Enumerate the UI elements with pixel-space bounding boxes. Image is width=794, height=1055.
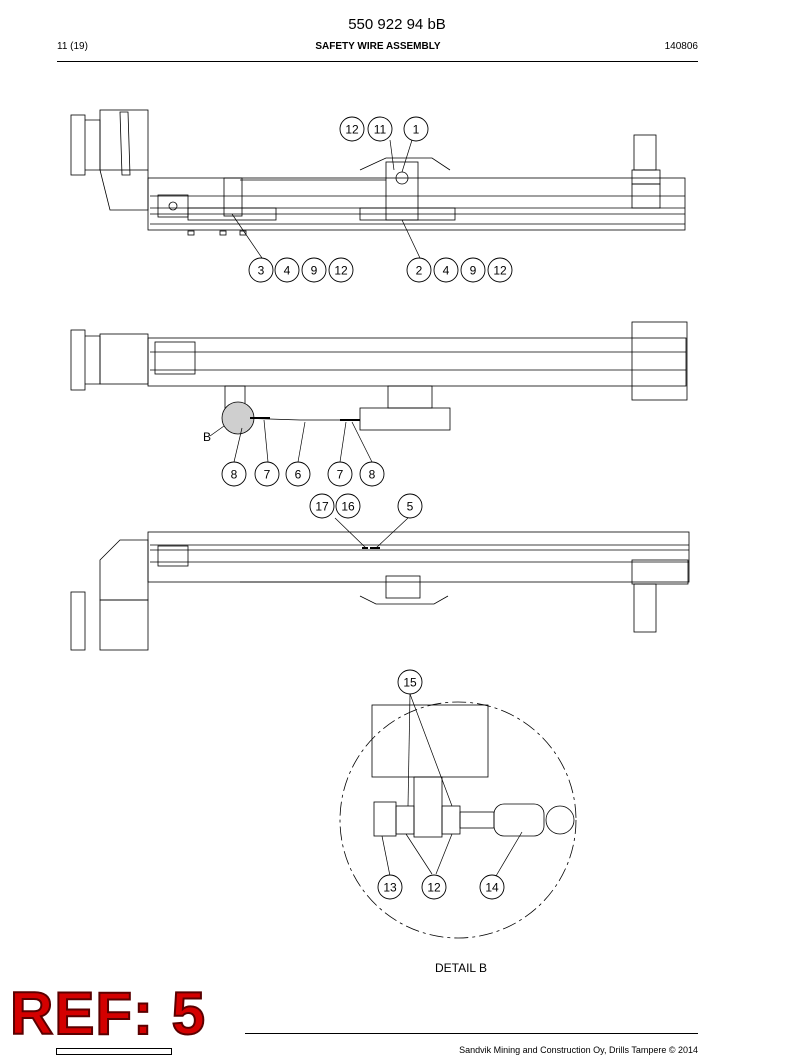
- svg-text:12: 12: [493, 264, 507, 278]
- callout-11-top: 11: [367, 116, 393, 142]
- ref-stamp: REF: 5: [9, 980, 207, 1047]
- callout-12-right: 12: [487, 257, 513, 283]
- callout-13: 13: [377, 874, 403, 900]
- detail-circle: [339, 701, 577, 939]
- callout-15: 15: [397, 669, 423, 695]
- callout-3: 3: [248, 257, 274, 283]
- svg-text:12: 12: [334, 264, 348, 278]
- document-number: 550 922 94 bB: [348, 16, 446, 33]
- svg-text:4: 4: [284, 264, 291, 278]
- callout-8-left: 8: [221, 461, 247, 487]
- footer-copyright: Sandvik Mining and Construction Oy, Dril…: [459, 1045, 698, 1055]
- callout-17: 17: [309, 493, 335, 519]
- leader-lines: [209, 139, 523, 877]
- svg-text:9: 9: [470, 264, 477, 278]
- detail-b-marker: [221, 401, 255, 435]
- svg-text:13: 13: [383, 881, 397, 895]
- callout-2: 2: [406, 257, 432, 283]
- detail-b: [339, 701, 577, 939]
- svg-text:8: 8: [369, 468, 376, 482]
- view-bottom: [70, 531, 690, 651]
- svg-text:5: 5: [407, 500, 414, 514]
- svg-text:11: 11: [374, 123, 387, 137]
- callout-4-left: 4: [274, 257, 300, 283]
- svg-text:4: 4: [443, 264, 450, 278]
- svg-text:15: 15: [403, 676, 417, 690]
- callout-16: 16: [335, 493, 361, 519]
- callouts: 12 11 1 3 4 9 12 2 4 9 12 8 7 6 7 8 17 1…: [221, 116, 513, 900]
- svg-text:16: 16: [341, 500, 355, 514]
- svg-text:14: 14: [485, 881, 499, 895]
- callout-7-right: 7: [327, 461, 353, 487]
- callout-12-detail: 12: [421, 874, 447, 900]
- callout-5: 5: [397, 493, 423, 519]
- wire-clamp: [385, 161, 419, 221]
- callout-7-left: 7: [254, 461, 280, 487]
- callout-6: 6: [285, 461, 311, 487]
- svg-text:8: 8: [231, 468, 238, 482]
- callout-14: 14: [479, 874, 505, 900]
- end-flange: [85, 119, 101, 171]
- beam-bottom: [147, 531, 690, 583]
- svg-text:2: 2: [416, 264, 423, 278]
- svg-text:3: 3: [258, 264, 265, 278]
- svg-text:12: 12: [427, 881, 441, 895]
- document-code: 140806: [664, 41, 698, 52]
- callout-12-left: 12: [328, 257, 354, 283]
- detail-b-label: DETAIL B: [435, 961, 487, 975]
- header-rule: [57, 61, 698, 62]
- callout-12-top: 12: [339, 116, 365, 142]
- callout-8-right: 8: [359, 461, 385, 487]
- footer-rule: [245, 1033, 698, 1034]
- end-cap-left: [70, 114, 86, 176]
- svg-text:12: 12: [345, 123, 359, 137]
- beam-top: [147, 177, 686, 231]
- svg-text:1: 1: [413, 123, 420, 137]
- callout-1-top: 1: [403, 116, 429, 142]
- bracket-block: [99, 109, 149, 171]
- detail-b-letter: B: [203, 430, 211, 444]
- callout-9-left: 9: [301, 257, 327, 283]
- svg-text:6: 6: [295, 468, 302, 482]
- beam-middle: [147, 337, 687, 387]
- cylinder-bracket: [359, 407, 451, 431]
- svg-text:7: 7: [264, 468, 271, 482]
- svg-text:17: 17: [315, 500, 329, 514]
- svg-text:7: 7: [337, 468, 344, 482]
- callout-4-right: 4: [433, 257, 459, 283]
- view-middle: [70, 321, 688, 435]
- callout-9-right: 9: [460, 257, 486, 283]
- page-number: 11 (19): [57, 41, 88, 52]
- page-title: SAFETY WIRE ASSEMBLY: [315, 41, 441, 52]
- svg-text:9: 9: [311, 264, 318, 278]
- sandvik-logo: [56, 1048, 172, 1055]
